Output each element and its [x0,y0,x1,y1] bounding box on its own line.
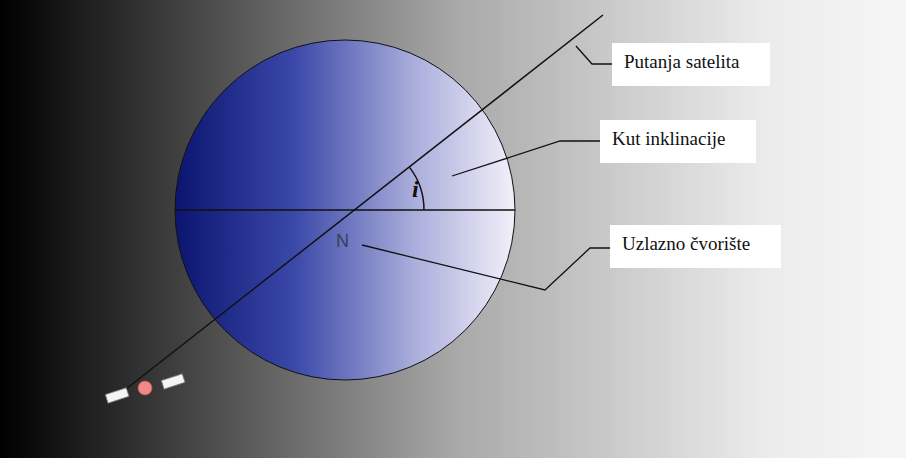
leader-line [576,46,612,64]
angle-symbol: i [412,176,419,203]
callout-label: Uzlazno čvorište [622,233,769,256]
callout-box: Kut inklinacije [600,120,756,163]
callout-box: Uzlazno čvorište [610,225,781,268]
earth-globe [175,40,515,380]
callout-label: Putanja satelita [624,51,758,74]
leader-line [362,245,610,290]
node-symbol: N [336,231,349,252]
equator-line [175,209,515,211]
orbit-line [112,15,603,400]
satellite-icon [105,374,185,403]
leader-line [452,141,600,176]
callout-box: Putanja satelita [612,43,770,86]
angle-arc [409,167,424,210]
callout-label: Kut inklinacije [612,128,744,151]
